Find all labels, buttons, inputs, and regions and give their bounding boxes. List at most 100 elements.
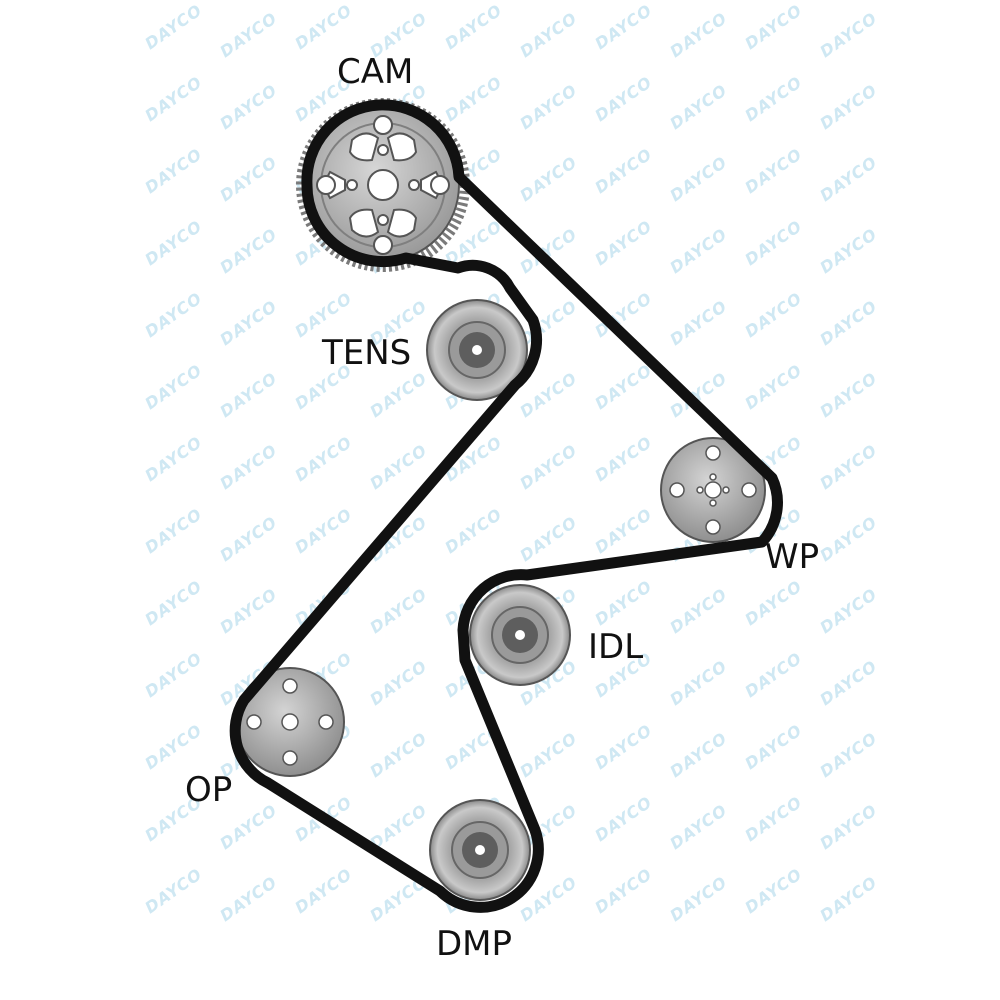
watermark-logo: DAYCO (666, 656, 730, 709)
watermark-logo: DAYCO (816, 80, 880, 133)
watermark-logo: DAYCO (591, 576, 655, 629)
label-wp: WP (765, 537, 820, 577)
watermark-logo: DAYCO (591, 72, 655, 125)
label-cam: CAM (337, 52, 414, 92)
cam-bolt-holes (316, 115, 450, 255)
watermark-logo: DAYCO (366, 728, 430, 781)
watermark-logo: DAYCO (591, 720, 655, 773)
watermark-logo: DAYCO (816, 440, 880, 493)
watermark-logo: DAYCO (141, 432, 205, 485)
watermark-logo: DAYCO (291, 504, 355, 557)
watermark-logo: DAYCO (666, 152, 730, 205)
watermark-logo: DAYCO (516, 512, 580, 565)
label-tens: TENS (322, 333, 412, 373)
watermark-logo: DAYCO (141, 648, 205, 701)
watermark-logo: DAYCO (816, 224, 880, 277)
watermark-logo: DAYCO (591, 144, 655, 197)
watermark-logo: DAYCO (141, 0, 205, 53)
watermark-logo: DAYCO (741, 648, 805, 701)
watermark-logo: DAYCO (216, 584, 280, 637)
watermark-logo: DAYCO (816, 296, 880, 349)
watermark-logo: DAYCO (816, 584, 880, 637)
watermark-logo: DAYCO (816, 8, 880, 61)
watermark-logo: DAYCO (216, 8, 280, 61)
watermark-logo: DAYCO (366, 368, 430, 421)
watermark-logo: DAYCO (366, 656, 430, 709)
watermark-logo: DAYCO (366, 584, 430, 637)
watermark-logo: DAYCO (741, 288, 805, 341)
watermark-logo: DAYCO (291, 432, 355, 485)
op-pulley (235, 667, 345, 777)
watermark-logo: DAYCO (666, 80, 730, 133)
watermark-logo: DAYCO (216, 152, 280, 205)
watermark-logo: DAYCO (516, 440, 580, 493)
cam-cutouts (325, 132, 441, 238)
watermark-logo: DAYCO (816, 656, 880, 709)
watermark-logo: DAYCO (591, 216, 655, 269)
watermark-logo: DAYCO (216, 224, 280, 277)
wp-pulley (660, 437, 766, 543)
watermark-logo: DAYCO (141, 720, 205, 773)
watermark-logo: DAYCO (741, 360, 805, 413)
watermark-logo: DAYCO (216, 872, 280, 925)
watermark-logo: DAYCO (816, 152, 880, 205)
watermark-logo: DAYCO (141, 360, 205, 413)
watermark-logo: DAYCO (366, 440, 430, 493)
watermark-logo: DAYCO (516, 728, 580, 781)
watermark-logo: DAYCO (816, 728, 880, 781)
watermark-logo: DAYCO (666, 296, 730, 349)
watermark-logo: DAYCO (741, 792, 805, 845)
label-dmp: DMP (436, 924, 513, 964)
watermark-logo: DAYCO (216, 296, 280, 349)
watermark-logo: DAYCO (741, 216, 805, 269)
watermark-logo: DAYCO (816, 872, 880, 925)
watermark-logo: DAYCO (741, 0, 805, 53)
dmp-pulley (429, 799, 531, 901)
watermark-logo: DAYCO (516, 8, 580, 61)
watermark-logo: DAYCO (816, 800, 880, 853)
watermark-logo: DAYCO (591, 504, 655, 557)
watermark-logo: DAYCO (591, 864, 655, 917)
watermark-logo: DAYCO (816, 368, 880, 421)
watermark-logo: DAYCO (591, 432, 655, 485)
watermark-logo: DAYCO (591, 792, 655, 845)
watermark-logo: DAYCO (666, 872, 730, 925)
watermark-logo: DAYCO (441, 72, 505, 125)
watermark-logo: DAYCO (441, 0, 505, 53)
watermark-logo: DAYCO (741, 864, 805, 917)
watermark-logo: DAYCO (291, 0, 355, 53)
watermark-logo: DAYCO (666, 728, 730, 781)
watermark-logo: DAYCO (516, 80, 580, 133)
watermark-logo: DAYCO (516, 152, 580, 205)
watermark-logo: DAYCO (141, 576, 205, 629)
watermark-logo: DAYCO (141, 144, 205, 197)
watermark-logo: DAYCO (216, 512, 280, 565)
watermark-logo: DAYCO (666, 584, 730, 637)
label-idl: IDL (588, 627, 644, 667)
watermark-logo: DAYCO (591, 0, 655, 53)
tens-pulley (426, 299, 528, 401)
watermark-logo: DAYCO (666, 224, 730, 277)
watermark-logo: DAYCO (141, 288, 205, 341)
watermark-logo: DAYCO (816, 512, 880, 565)
watermark-logo: DAYCO (291, 864, 355, 917)
watermark-logo: DAYCO (591, 360, 655, 413)
watermark-logo: DAYCO (666, 800, 730, 853)
timing-belt (229, 99, 783, 913)
watermark-logo: DAYCO (216, 80, 280, 133)
watermark-logo: DAYCO (741, 576, 805, 629)
watermark-logo: DAYCO (741, 144, 805, 197)
watermark-logo: DAYCO (741, 72, 805, 125)
label-op: OP (185, 770, 233, 810)
idl-pulley (469, 584, 571, 686)
watermark-logo: DAYCO (141, 72, 205, 125)
watermark-logo: DAYCO (216, 440, 280, 493)
watermark-logo: DAYCO (216, 368, 280, 421)
watermark-logo: DAYCO (141, 504, 205, 557)
watermark-logo: DAYCO (441, 504, 505, 557)
watermark-logo: DAYCO (141, 216, 205, 269)
watermark-logo: DAYCO (141, 864, 205, 917)
watermark-logo: DAYCO (741, 720, 805, 773)
